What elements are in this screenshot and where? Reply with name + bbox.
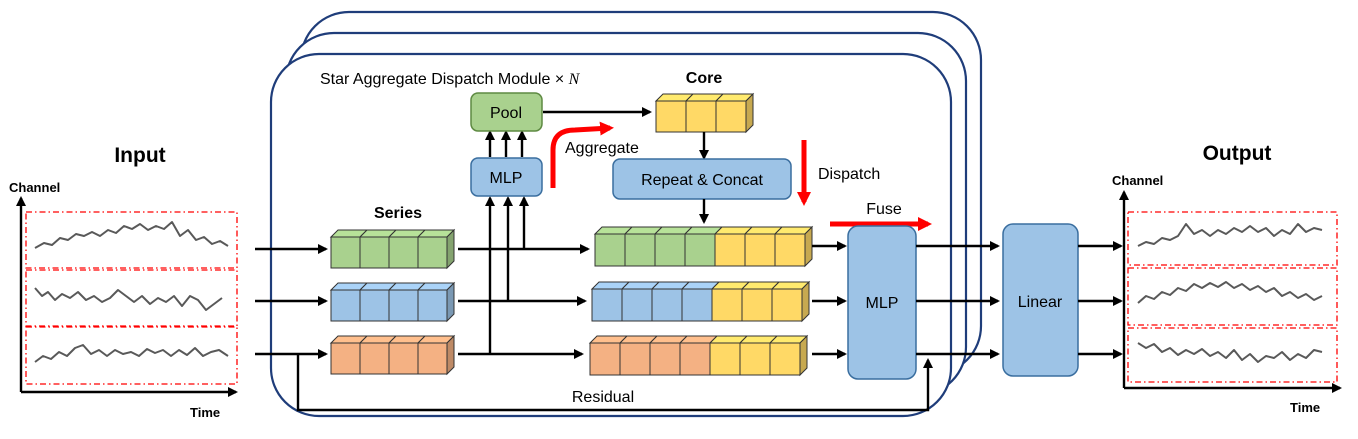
cell-front [681, 288, 713, 322]
output-y-axis-label: Channel [1112, 173, 1163, 188]
cell-front [624, 233, 656, 267]
cell-front [388, 236, 419, 269]
output-channel-2 [1127, 267, 1338, 326]
aggregate-label: Aggregate [565, 140, 639, 157]
input-series-3 [34, 344, 229, 363]
cell-front [714, 233, 746, 267]
concat-row-green [593, 225, 814, 268]
fuse-label: Fuse [866, 201, 902, 218]
cell-front [388, 342, 419, 375]
series-block-blue [329, 281, 456, 323]
cell-front [619, 342, 651, 376]
cell-front [330, 236, 361, 269]
pool-label: Pool [490, 105, 522, 122]
input-series-2 [34, 287, 223, 311]
output-series-1 [1137, 223, 1323, 247]
cell-front [685, 100, 717, 133]
cell-side [745, 92, 754, 134]
output-x-axis-label: Time [1290, 400, 1320, 415]
cell-side [804, 225, 813, 268]
mlp-big-box [847, 225, 917, 380]
cell-front [330, 289, 361, 322]
concat-row-orange [588, 334, 809, 377]
core-label: Core [686, 70, 723, 87]
output-channel-3 [1127, 327, 1338, 383]
concat-row-blue [590, 280, 811, 323]
cell-front [744, 233, 776, 267]
cell-front [417, 236, 448, 269]
input-channel-3 [25, 326, 238, 385]
cell-front [388, 289, 419, 322]
series-block-green [329, 228, 456, 270]
cell-front [359, 342, 390, 375]
cell-front [330, 342, 361, 375]
cell-front [741, 288, 773, 322]
cell-front [739, 342, 771, 376]
input-series-1 [34, 221, 229, 249]
cell-front [359, 289, 390, 322]
cell-front [654, 233, 686, 267]
cell-front [591, 288, 623, 322]
repeat-concat-label: Repeat & Concat [641, 172, 763, 189]
cell-front [651, 288, 683, 322]
cell-front [684, 233, 716, 267]
mlp-big-label: MLP [866, 295, 899, 312]
residual-label: Residual [572, 389, 634, 406]
pool-box [470, 92, 543, 132]
input-title: Input [114, 144, 165, 167]
cell-front [715, 100, 747, 133]
dispatch-label: Dispatch [818, 166, 880, 183]
input-y-axis-label: Channel [9, 180, 60, 195]
cell-front [417, 342, 448, 375]
cell-front [774, 233, 806, 267]
mlp-small-box [470, 157, 543, 197]
linear-label: Linear [1018, 294, 1063, 311]
input-channel-1 [25, 211, 238, 269]
cell-front [649, 342, 681, 376]
cell-side [446, 281, 455, 323]
output-channel-1 [1127, 211, 1338, 266]
output-series-2 [1137, 281, 1323, 304]
series-block-orange [329, 334, 456, 376]
cell-front [359, 236, 390, 269]
input-x-axis-label: Time [190, 405, 220, 420]
cell-front [769, 342, 801, 376]
cell-front [771, 288, 803, 322]
output-title: Output [1203, 142, 1272, 165]
core-block [654, 92, 755, 134]
cell-side [446, 334, 455, 376]
cell-front [679, 342, 711, 376]
cell-front [711, 288, 743, 322]
cell-side [799, 334, 808, 377]
cell-front [589, 342, 621, 376]
cell-front [594, 233, 626, 267]
repeat-concat-box [612, 158, 792, 200]
cell-front [417, 289, 448, 322]
cell-front [621, 288, 653, 322]
aggregate-arrow [550, 121, 614, 188]
cell-front [655, 100, 687, 133]
cell-front [709, 342, 741, 376]
cell-side [801, 280, 810, 323]
mlp-small-label: MLP [490, 170, 523, 187]
input-channel-2 [25, 269, 238, 327]
output-series-3 [1137, 342, 1323, 363]
cell-side [446, 228, 455, 270]
series-label: Series [374, 205, 422, 222]
module-title: Star Aggregate Dispatch Module × N [320, 71, 581, 88]
residual-path [296, 354, 933, 412]
